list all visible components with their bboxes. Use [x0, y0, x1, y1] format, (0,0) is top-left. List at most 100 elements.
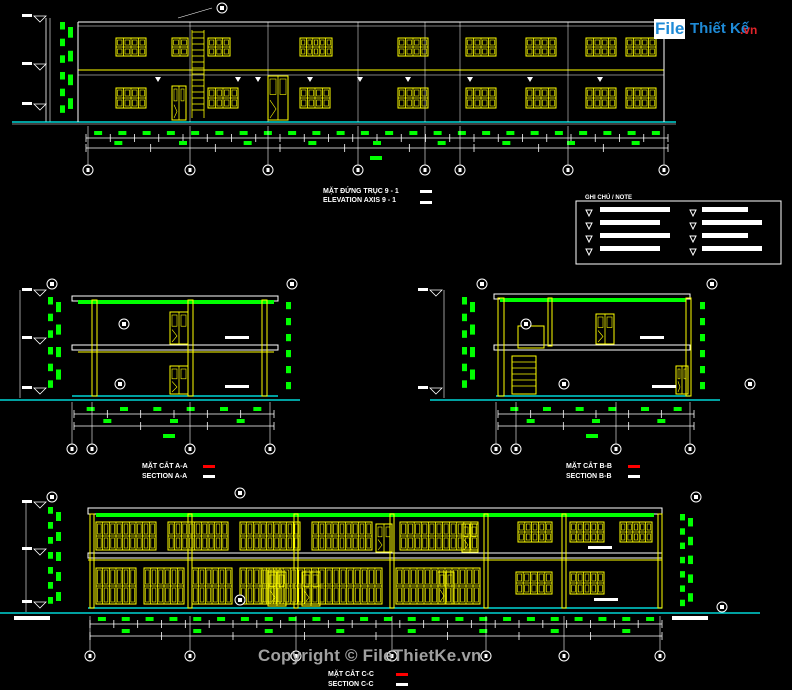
dim-value-block [526, 419, 535, 423]
window-pane [531, 573, 537, 582]
window-pane [132, 99, 138, 107]
dim-value-block [121, 629, 130, 633]
window-pane [474, 89, 480, 97]
dim-tick-block [700, 302, 705, 310]
window-pane [399, 48, 405, 55]
legend-symbol [585, 222, 593, 231]
window-pane [404, 569, 409, 585]
column [561, 513, 567, 609]
window-pane [366, 537, 371, 549]
window-pane [193, 569, 198, 585]
window-pane [594, 39, 600, 46]
window-pane [216, 48, 222, 55]
dim-tick-block [470, 369, 475, 380]
dim-value-block [94, 131, 103, 135]
door-panel [171, 368, 178, 380]
window-pane [399, 89, 405, 97]
window-pane [474, 99, 480, 107]
dim-value-block [407, 629, 416, 633]
window-pane [362, 587, 367, 603]
window-pane [175, 537, 181, 549]
dim-value-block [574, 617, 583, 621]
dim-value-block [479, 617, 488, 621]
window-pane [649, 89, 655, 97]
dim-value-block [103, 419, 112, 423]
dim-value-block [193, 617, 202, 621]
window-pane [359, 537, 365, 549]
window-pane [224, 99, 230, 107]
window-symbol [95, 521, 157, 551]
window-pane [339, 537, 345, 549]
window-pane [359, 523, 365, 535]
window-pane [642, 99, 648, 107]
dim-value-block [502, 141, 511, 145]
window-pane [287, 537, 293, 549]
legend-table [575, 200, 782, 265]
window-pane [432, 587, 437, 603]
door-swing [269, 590, 276, 605]
dim-tick-block [286, 302, 291, 310]
window-pane [549, 99, 555, 107]
window-pane [137, 523, 142, 535]
window-pane [401, 537, 406, 549]
door-panel [463, 526, 469, 538]
window-pane [443, 523, 449, 535]
window-pane [316, 89, 322, 97]
window-pane [571, 523, 576, 531]
window-pane [103, 523, 109, 535]
window-pane [532, 533, 538, 541]
window-pane [124, 89, 130, 97]
window-symbol [569, 571, 605, 595]
dim-value-block [215, 131, 224, 135]
window-pane [542, 89, 548, 97]
title-scale-block [203, 475, 215, 478]
window-pane [421, 89, 427, 97]
column [547, 297, 553, 347]
window-pane [609, 48, 615, 55]
window-pane [139, 89, 145, 97]
dim-tick-block [56, 552, 61, 561]
window-pane [323, 89, 329, 97]
window-pane [130, 587, 135, 603]
window-symbol [397, 37, 429, 57]
level-marker [33, 501, 47, 509]
window-pane [219, 569, 225, 585]
window-pane [577, 573, 583, 582]
dim-tick-block [56, 532, 61, 541]
window-pane [465, 523, 470, 535]
elevation-marker [255, 77, 261, 82]
window-pane [432, 569, 437, 585]
door-symbol [301, 571, 321, 607]
level-value-block [22, 547, 32, 550]
window-pane [169, 537, 174, 549]
window-pane [527, 48, 533, 55]
window-pane [301, 48, 306, 55]
door-panel [677, 368, 681, 380]
window-pane [534, 39, 540, 46]
annotation-block [225, 336, 249, 339]
window-pane [222, 537, 227, 549]
window-pane [584, 584, 590, 593]
level-marker [33, 103, 47, 111]
window-pane [542, 48, 548, 55]
window-pane [474, 587, 479, 603]
window-pane [333, 587, 339, 603]
dim-tick-block [286, 382, 291, 390]
window-pane [319, 523, 325, 535]
window-pane [531, 584, 537, 593]
dim-tick-block [56, 347, 61, 358]
window-pane [598, 533, 603, 541]
window-pane [577, 533, 583, 541]
window-pane [224, 89, 230, 97]
dim-tick-block [700, 334, 705, 342]
leader-line [177, 7, 213, 19]
callout-mark [480, 282, 484, 286]
window-pane [609, 39, 615, 46]
window-pane [216, 99, 222, 107]
window-pane [534, 48, 540, 55]
dim-value-block [308, 141, 317, 145]
callout-mark [50, 495, 54, 499]
window-pane [298, 587, 304, 603]
window-pane [591, 533, 597, 541]
dim-total-block [586, 434, 598, 438]
